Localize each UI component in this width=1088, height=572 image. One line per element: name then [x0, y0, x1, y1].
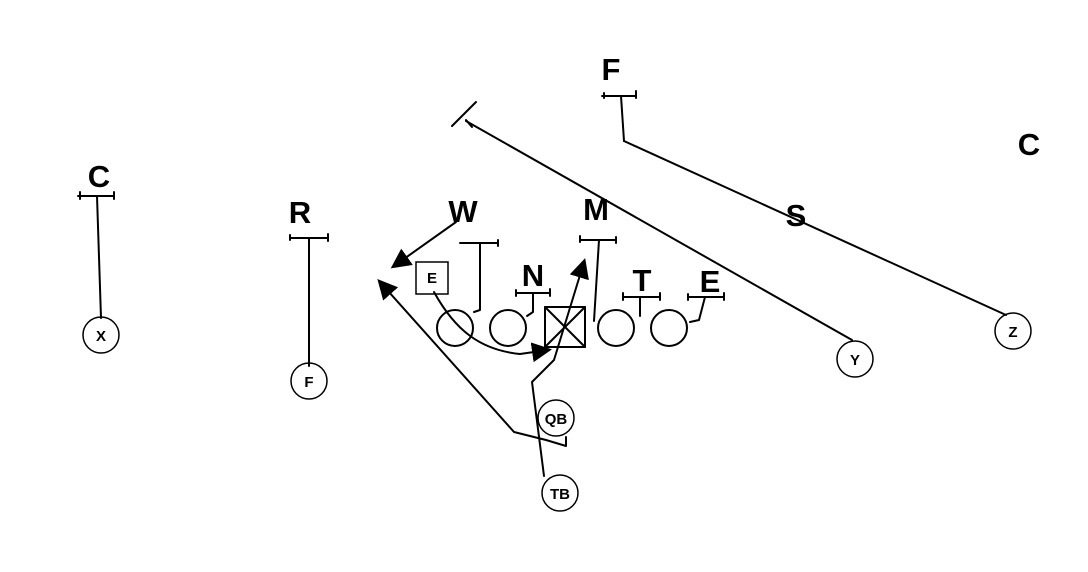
- defender-strong-safety-label: S: [786, 198, 807, 233]
- tailback: TB: [541, 474, 579, 512]
- defender-right-corner-label: C: [1018, 127, 1040, 162]
- defender-end-label: E: [700, 264, 721, 299]
- defender-mike-label: M: [583, 192, 609, 227]
- quarterback-route-arrow: [377, 279, 567, 447]
- coverage-lines: [465, 120, 1007, 341]
- receiver-z: Z: [994, 312, 1032, 350]
- defender-nose-label: N: [522, 258, 544, 293]
- right-guard: [597, 309, 635, 347]
- will-route-arrow: [390, 221, 457, 269]
- defender-markers: [77, 90, 725, 367]
- receiver-flanker: F: [290, 362, 328, 400]
- quarterback-label: QB: [545, 411, 568, 428]
- tight-end-y-label: Y: [850, 352, 860, 369]
- left-guard: [489, 309, 527, 347]
- receiver-z-label: Z: [1008, 324, 1017, 341]
- routes: [377, 221, 589, 477]
- end-box: E: [415, 261, 449, 295]
- defender-rover-label: R: [289, 195, 311, 230]
- offensive-line: [436, 306, 688, 348]
- tight-end-y: Y: [836, 340, 874, 378]
- left-tackle: [436, 309, 474, 347]
- tailback-label: TB: [550, 486, 570, 503]
- end-box-label: E: [427, 270, 437, 287]
- defender-free-safety-label: F: [602, 52, 621, 87]
- quarterback: QB: [537, 399, 575, 437]
- receiver-flanker-label: F: [304, 374, 313, 391]
- receiver-x: X: [82, 316, 120, 354]
- defender-tackle-label: T: [633, 263, 652, 298]
- right-tackle: [650, 309, 688, 347]
- defender-left-corner-label: C: [88, 159, 110, 194]
- receiver-x-label: X: [96, 328, 106, 345]
- tailback-route-arrow: [531, 258, 589, 477]
- end-pull-arrow: [433, 291, 552, 363]
